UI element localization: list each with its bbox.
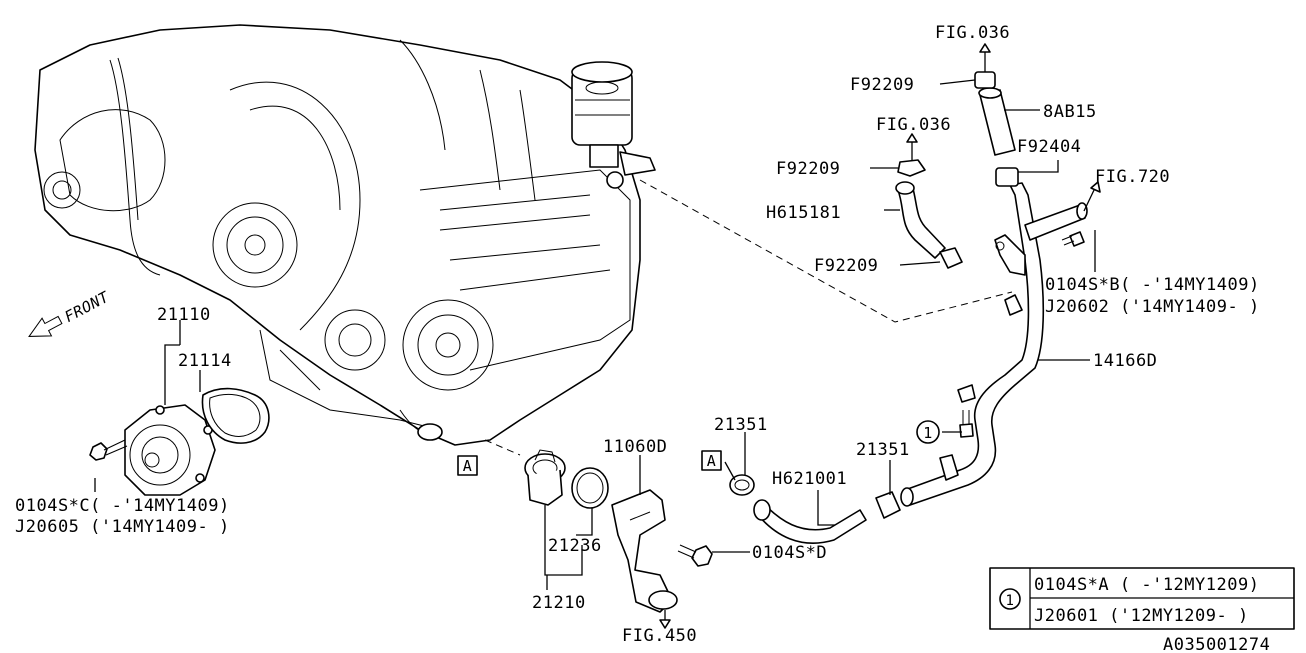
water-outlet-illustration [611,489,713,613]
label-8ab15: 8AB15 [1043,102,1097,122]
label-fig720: FIG.720 [1095,167,1170,187]
hose-8ab15-illustration [974,71,1019,187]
label-fig036-mid: FIG.036 [876,115,951,135]
hose-h621001-illustration [753,499,867,544]
label-f92209-a: F92209 [850,75,914,95]
front-label: FRONT [62,288,113,326]
engine-block-illustration [34,24,656,446]
hose-h615181-illustration [895,159,963,269]
legend-row-1: 0104S*A ( -'12MY1209) [1034,575,1259,595]
svg-text:1: 1 [923,424,933,442]
label-21351-b: 21351 [856,440,910,460]
front-arrow: FRONT [28,288,113,337]
leader-lines [94,43,1101,629]
leader-dashed-engine-to-pipe [639,179,1013,323]
label-h621001: H621001 [772,469,847,489]
thermostat-illustration [524,449,566,506]
label-21110: 21110 [157,305,211,325]
svg-text:A: A [463,457,473,475]
diagram-id: A035001274 [1163,635,1270,653]
water-pump-illustration [89,387,270,496]
label-21210: 21210 [532,593,586,613]
label-11060d: 11060D [603,437,667,457]
label-21114: 21114 [178,351,232,371]
label-f92209-b: F92209 [776,159,840,179]
legend-table: 1 0104S*A ( -'12MY1209) J20601 ('12MY120… [989,567,1295,630]
label-0104sb: 0104S*B( -'14MY1409) [1045,275,1260,295]
label-f92209-c: F92209 [814,256,878,276]
label-0104sc: 0104S*C( -'14MY1409) [15,496,230,516]
clamp-21351-a [729,474,755,496]
pipe-14166d-illustration [900,182,1088,507]
label-j20605: J20605 ('14MY1409- ) [15,517,230,537]
legend-key: 1 [1006,593,1015,609]
ref-box-a-right: A [701,450,722,471]
callout-1: 1 [916,420,940,444]
legend-row-2: J20601 ('12MY1209- ) [1034,606,1249,626]
thermostat-gasket-illustration [571,467,609,509]
label-21351-a: 21351 [714,415,768,435]
label-0104sd: 0104S*D [752,543,827,563]
clamp-21351-b [875,491,901,519]
label-fig036-top: FIG.036 [935,23,1010,43]
label-f92404: F92404 [1017,137,1081,157]
leader-dashed-ref-a [484,439,521,456]
label-j20602: J20602 ('14MY1409- ) [1045,297,1260,317]
label-21236: 21236 [548,536,602,556]
label-h615181: H615181 [766,203,841,223]
svg-text:A: A [707,452,717,470]
ref-box-a-left: A [457,455,478,476]
label-14166d: 14166D [1093,351,1157,371]
label-fig450: FIG.450 [622,626,697,646]
